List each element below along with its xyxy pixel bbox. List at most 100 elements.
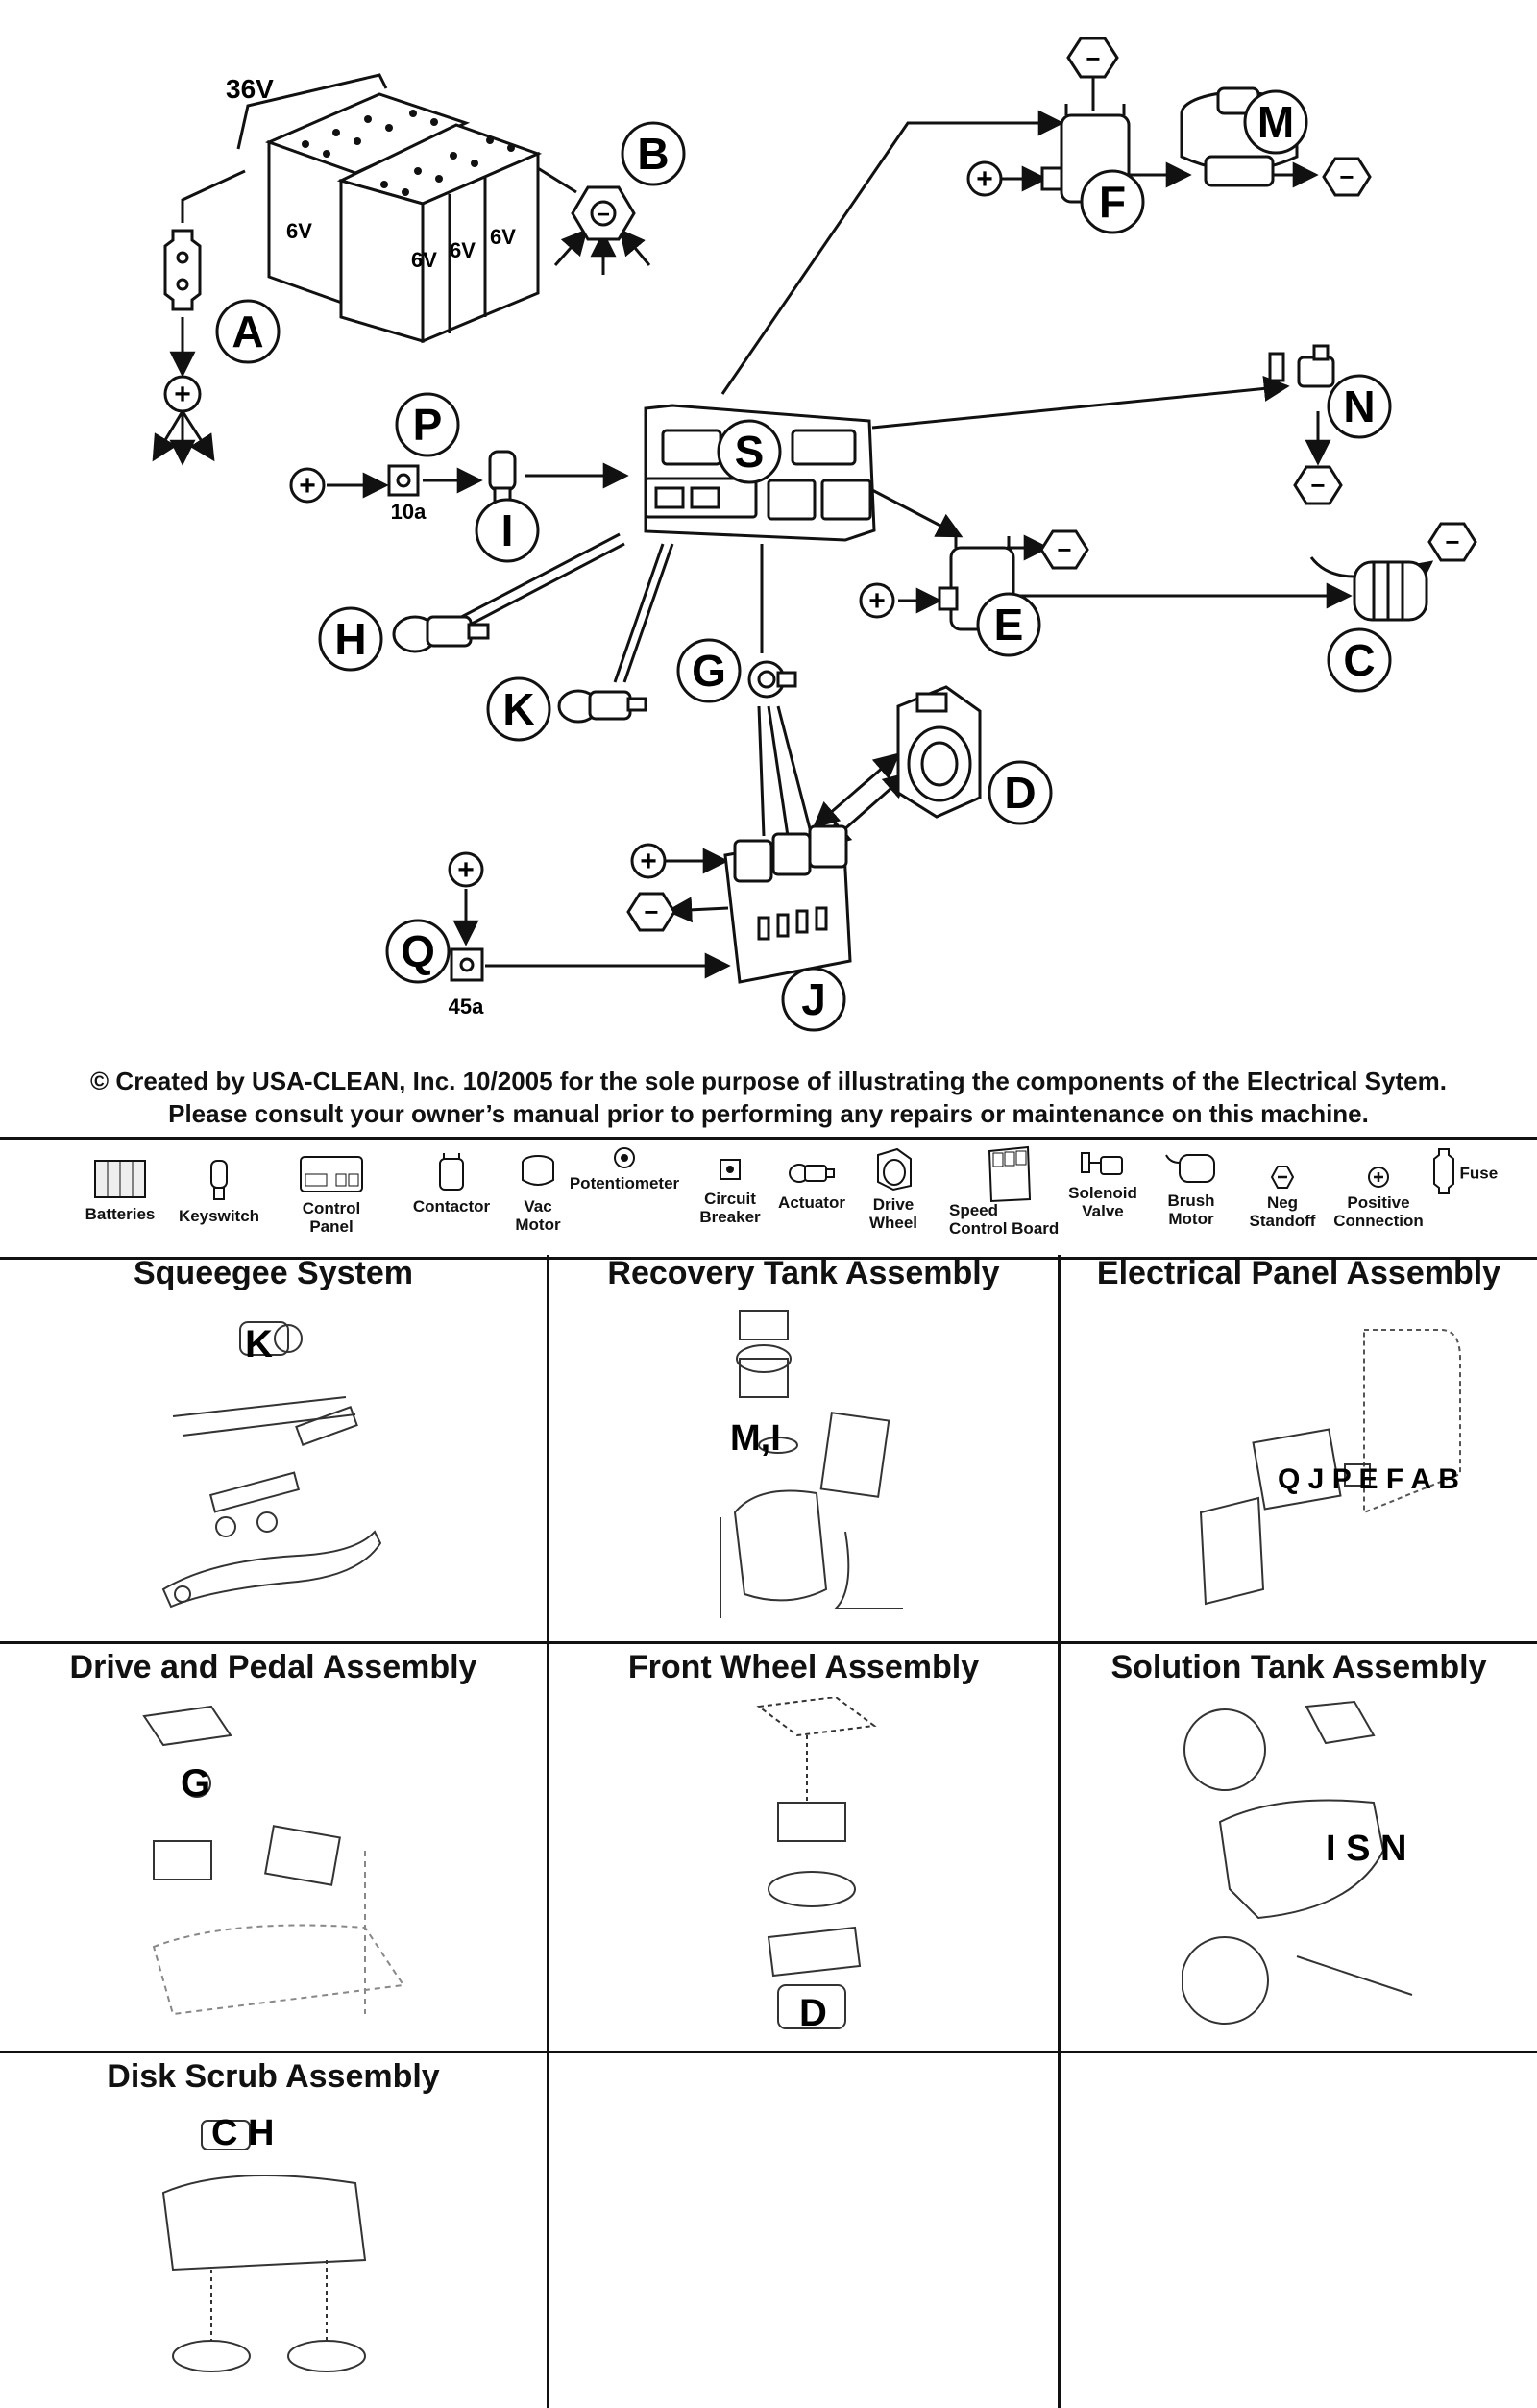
callout-B: B <box>637 129 669 179</box>
svg-text:+: + <box>640 846 657 877</box>
callout-circles <box>215 89 1392 1032</box>
callout-S: S <box>735 427 765 477</box>
callout-G: G <box>692 646 726 696</box>
disk-scrub-callouts: C H <box>211 2113 274 2153</box>
svg-text:+: + <box>457 854 475 886</box>
fuse-icon <box>1432 1148 1454 1194</box>
plus-symbol: + <box>174 379 191 410</box>
neg-standoff-icon <box>1270 1166 1295 1189</box>
wire-battery-fuse <box>181 169 246 223</box>
brush-motor-icon <box>1165 1154 1215 1183</box>
breaker-q-rating: 45a <box>449 995 484 1019</box>
callout-P: P <box>413 400 443 450</box>
speed-control-board-icon <box>988 1145 1032 1203</box>
squeegee-exploded-view: K <box>161 1321 382 1609</box>
breaker-p-rating: 10a <box>391 500 427 524</box>
svg-text:−: − <box>1310 471 1325 500</box>
assembly-title-front-wheel: Front Wheel Assembly <box>627 1649 980 1685</box>
neg-standoff-B <box>571 185 636 241</box>
potentiometer-G <box>747 660 797 699</box>
battery-pack-voltage: 36V <box>226 74 274 104</box>
callout-J: J <box>801 974 826 1024</box>
assembly-title-recovery-tank: Recovery Tank Assembly <box>607 1255 1000 1291</box>
squeegee-callout-K: K <box>245 1323 273 1365</box>
assembly-title-drive-pedal: Drive and Pedal Assembly <box>69 1649 477 1685</box>
solution-tank-exploded-view: I S N <box>1182 1700 1413 2025</box>
recovery-tank-exploded-view: M,I <box>720 1310 903 1618</box>
legend-potentiometer: Potentiometer <box>562 1145 687 1192</box>
circuit-breaker-Q <box>450 947 484 982</box>
callout-N: N <box>1343 381 1375 431</box>
callout-F: F <box>1099 177 1126 227</box>
contactor-icon <box>439 1153 464 1191</box>
battery-cell-label: 6V <box>450 238 476 262</box>
solenoid-valve-icon <box>1081 1152 1123 1175</box>
brush-motor-C <box>1309 556 1428 622</box>
keyswitch-icon <box>210 1160 228 1200</box>
drive-pedal-exploded-view: G <box>142 1705 405 2016</box>
assembly-title-solution-tank: Solution Tank Assembly <box>1110 1649 1487 1685</box>
wiring-diagram: 36V 6V 6V 6V 6V + − 10a + <box>152 37 1477 1032</box>
svg-text:+: + <box>868 585 886 617</box>
callout-D: D <box>1004 768 1036 818</box>
keyswitch-I <box>488 450 517 507</box>
front-wheel-exploded-view: D <box>756 1697 877 2033</box>
potentiometer-icon <box>614 1147 635 1168</box>
positive-connection-A <box>163 375 202 413</box>
callout-C: C <box>1343 635 1375 685</box>
callout-K: K <box>502 684 534 734</box>
actuator-icon <box>789 1164 835 1183</box>
svg-text:−: − <box>597 202 610 228</box>
svg-text:−: − <box>1086 44 1100 73</box>
recovery-callout-MI: M,I <box>730 1418 781 1459</box>
assembly-title-electrical-panel: Electrical Panel Assembly <box>1096 1255 1501 1291</box>
drive-callout-G: G <box>181 1762 210 1805</box>
callout-M: M <box>1257 97 1294 147</box>
electrical-callouts: Q J P E F A B <box>1278 1463 1459 1495</box>
svg-text:−: − <box>1057 535 1071 564</box>
copyright-notice: © Created by USA-CLEAN, Inc. 10/2005 for… <box>0 1065 1537 1130</box>
svg-text:−: − <box>644 897 658 926</box>
legend-contactor: Contactor <box>403 1151 500 1216</box>
solenoid-valve-N <box>1268 344 1335 388</box>
front-wheel-callout-D: D <box>799 1992 827 2033</box>
legend-actuator: Actuator <box>768 1157 855 1212</box>
vac-motor-icon <box>522 1155 554 1186</box>
svg-text:+: + <box>976 163 993 195</box>
copyright-line-2: Please consult your owner’s manual prior… <box>168 1099 1369 1128</box>
electrical-panel-exploded-view: Q J P E F A B <box>1199 1329 1461 1606</box>
svg-text:−: − <box>1445 528 1459 556</box>
drive-wheel-icon <box>877 1147 912 1192</box>
legend-batteries: Batteries <box>77 1153 163 1223</box>
legend-keyswitch: Keyswitch <box>171 1157 267 1225</box>
assembly-title-disk-scrub: Disk Scrub Assembly <box>107 2058 440 2095</box>
svg-text:+: + <box>299 470 316 502</box>
copyright-line-1: © Created by USA-CLEAN, Inc. 10/2005 for… <box>90 1067 1447 1095</box>
callout-E: E <box>994 600 1024 650</box>
positive-connection-icon <box>1368 1167 1389 1188</box>
battery-cell-label: 6V <box>286 219 312 243</box>
battery-pack <box>264 92 543 344</box>
control-panel-icon <box>300 1156 363 1192</box>
legend-fuse: Fuse <box>1422 1147 1508 1199</box>
callout-I: I <box>501 505 514 555</box>
drive-wheel-D <box>896 685 982 819</box>
actuator-K <box>557 689 647 724</box>
callout-Q: Q <box>401 926 435 976</box>
battery-cell-label: 6V <box>490 225 516 249</box>
svg-text:−: − <box>1339 162 1354 191</box>
fuse-A <box>163 229 202 311</box>
circuit-breaker-P <box>387 464 420 497</box>
circuit-breaker-icon <box>720 1159 741 1180</box>
actuator-H <box>392 615 490 653</box>
battery-cell-label: 6V <box>411 248 437 272</box>
